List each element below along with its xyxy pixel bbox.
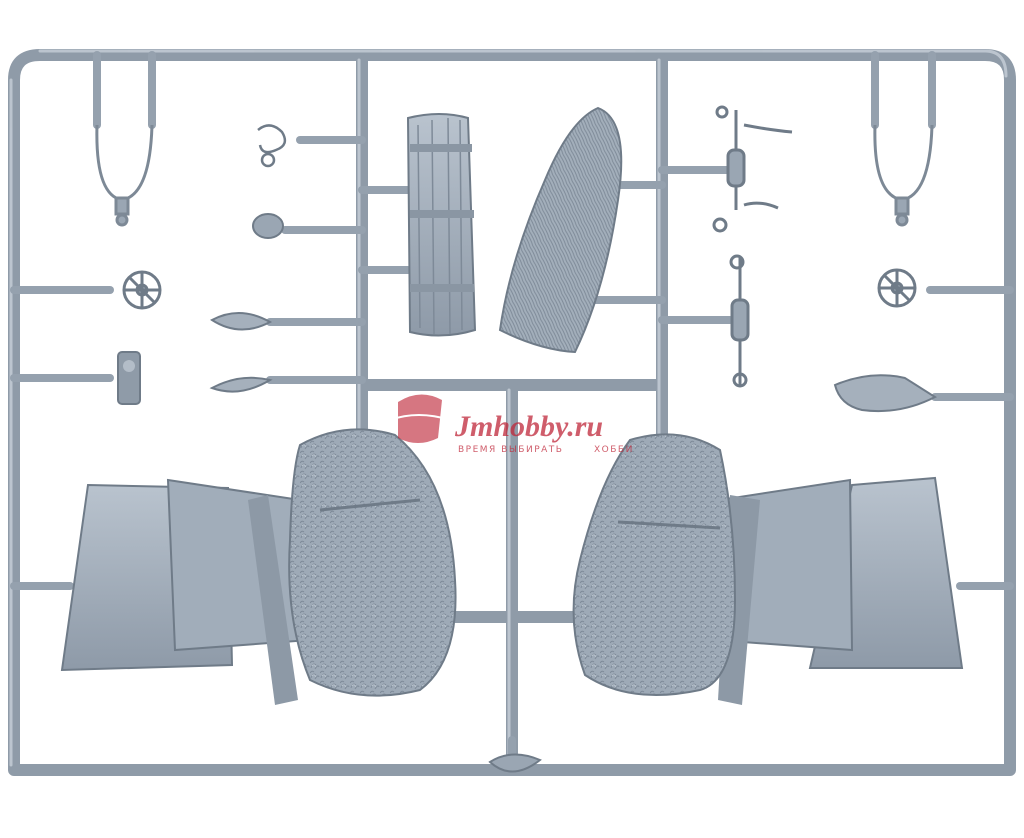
- spur-part-left: [95, 124, 154, 227]
- watermark-tagline-left: ВРЕМЯ ВЫБИРАТЬ: [458, 445, 563, 455]
- sprue-number-tab: [488, 753, 542, 773]
- bridle-bit-part-upper: [712, 105, 793, 233]
- bedroll-part: [406, 113, 477, 337]
- tassel-part: [833, 374, 938, 413]
- sprue-outer-frame: [8, 49, 1016, 776]
- saddle-part-right: [572, 433, 964, 705]
- hat-logo-icon: [389, 394, 451, 443]
- spur-part-right: [873, 124, 934, 227]
- plume-tip-part-upper: [210, 312, 273, 331]
- watermark: Jmhobby.ru ВРЕМЯ ВЫБИРАТЬ ХОББИ: [389, 394, 634, 455]
- watermark-brand: Jmhobby.ru: [454, 410, 603, 443]
- saddle-part-left: [60, 428, 457, 705]
- rosette-wheel-right: [877, 268, 917, 308]
- sprue-frame-highlight: [9, 49, 1008, 767]
- sprue-gates: [10, 51, 1014, 766]
- watermark-tagline-right: ХОББИ: [594, 445, 634, 455]
- rosette-wheel-left: [122, 270, 162, 310]
- small-figure-part: [117, 351, 141, 405]
- plume-tip-part-lower: [209, 376, 273, 393]
- bridle-bit-part-lower: [729, 254, 750, 388]
- buckle-chain-part: [257, 124, 287, 168]
- sprue-frame: [8, 49, 1016, 776]
- horse-mane-part: [498, 106, 623, 354]
- scoop-part: [252, 213, 284, 239]
